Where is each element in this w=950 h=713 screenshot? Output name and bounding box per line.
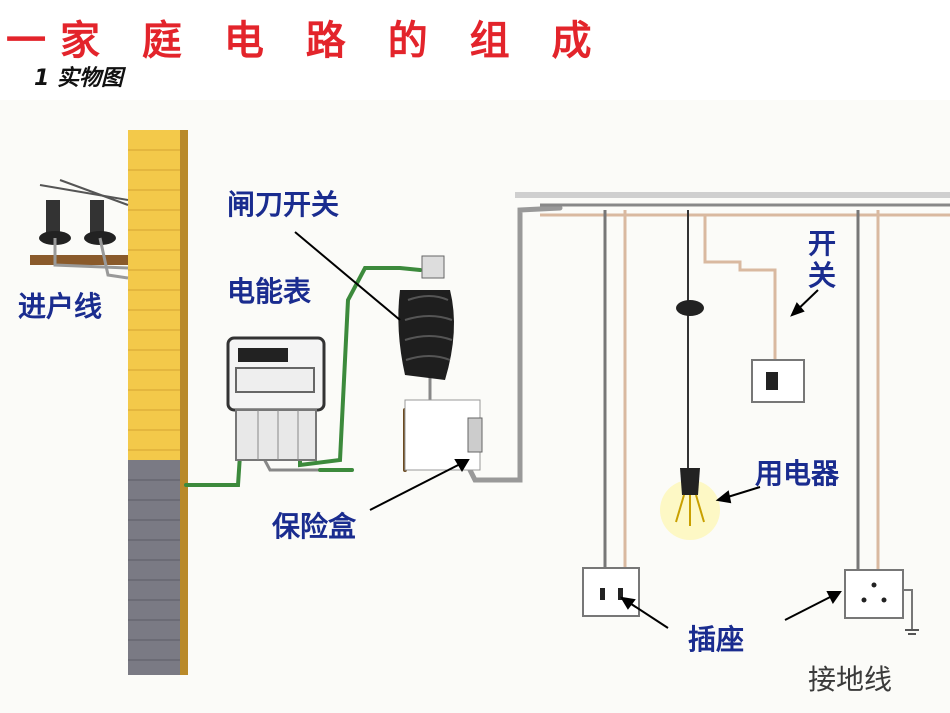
page-subtitle: 1 实物图: [34, 66, 123, 91]
label-knife-switch: 闸刀开关: [227, 188, 340, 221]
label-pointers: [294, 231, 842, 629]
incoming-line-insulators: [30, 179, 129, 280]
knife-switch: [398, 255, 454, 380]
brick-wall: [128, 130, 188, 675]
energy-meter: [226, 336, 326, 461]
left-socket-branch: [582, 210, 640, 617]
label-appliance: 用电器: [755, 457, 840, 490]
label-socket: 插座: [688, 623, 745, 656]
label-fuse-box: 保险盒: [272, 510, 357, 543]
label-switch: 开关: [808, 227, 837, 292]
bus-lines: [515, 192, 950, 217]
page-title: 一家 庭 电 路 的 组 成: [6, 18, 606, 64]
wall-switch: [751, 359, 805, 403]
lamp-branch: [660, 210, 777, 540]
label-incoming-line: 进户线: [18, 290, 103, 323]
fuse-box: [404, 399, 483, 471]
label-energy-meter: 电能表: [227, 275, 312, 308]
right-socket-branch: [844, 210, 919, 635]
label-ground-wire: 接地线: [808, 663, 893, 696]
